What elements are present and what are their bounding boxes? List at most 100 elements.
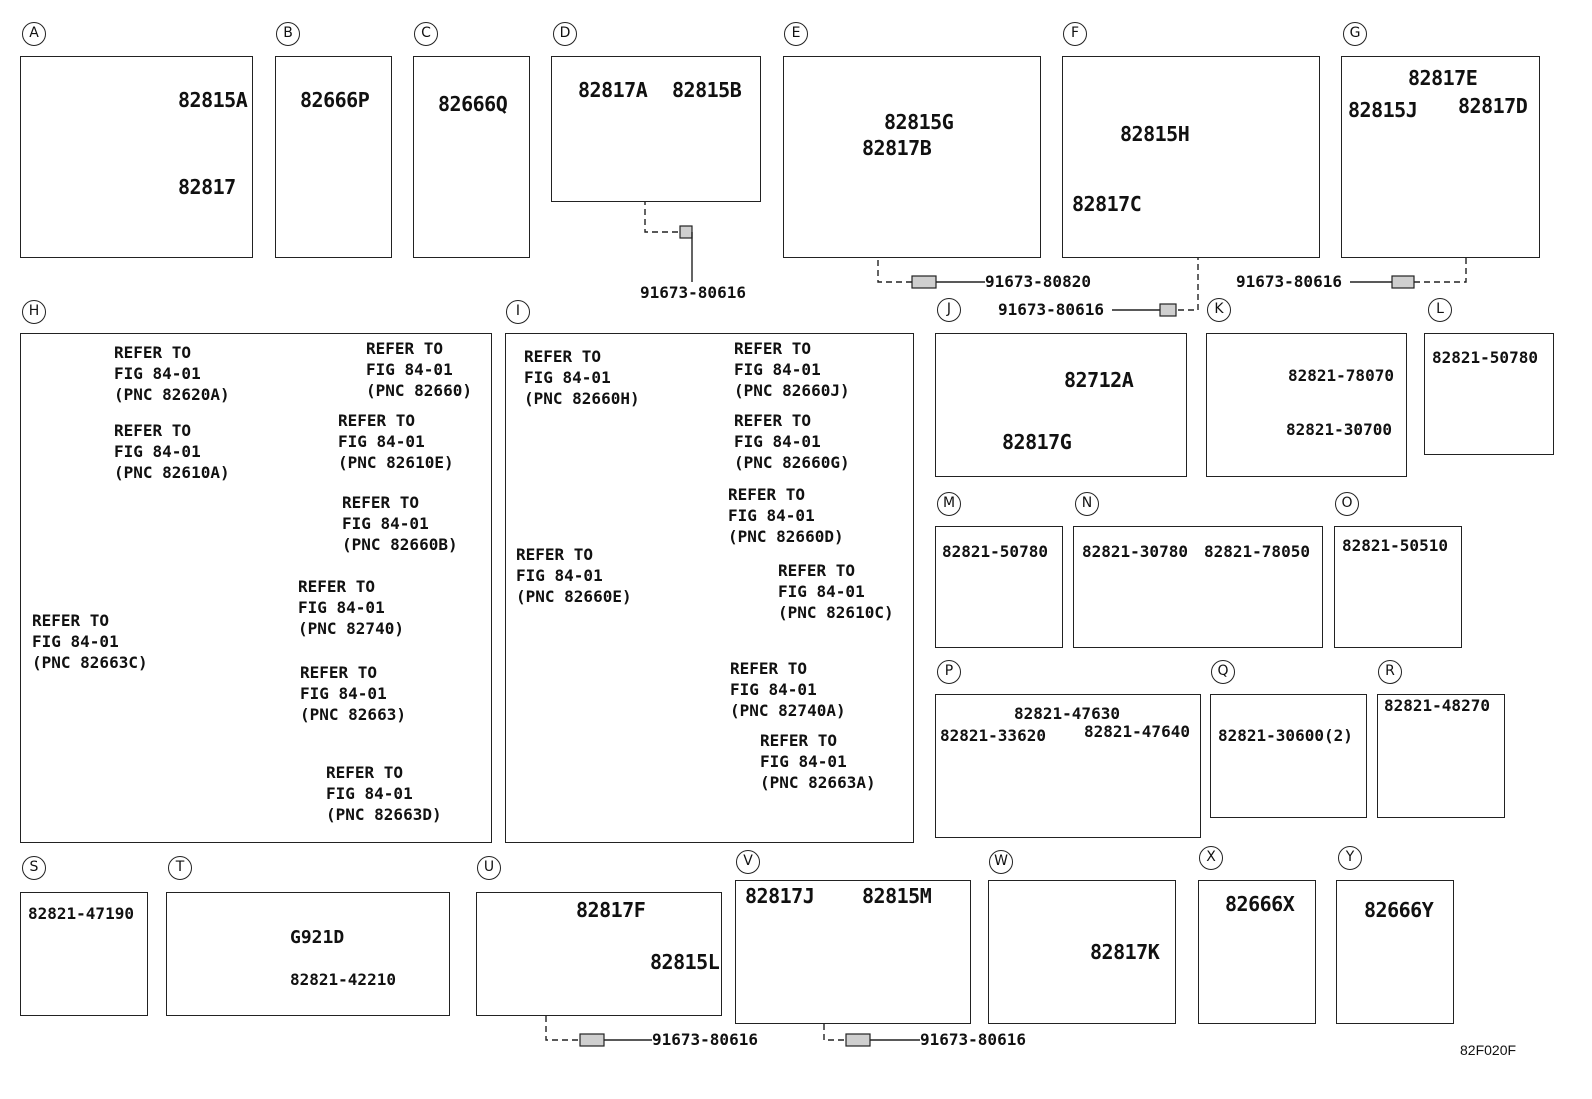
dash-E-bolt: [877, 200, 912, 283]
part-label-82821-33620[interactable]: 82821-33620: [940, 726, 1046, 745]
diagram-code: 82F020F: [1460, 1042, 1517, 1058]
section-G-marker: G: [1343, 22, 1367, 46]
refer-82660B[interactable]: REFER TO FIG 84-01 (PNC 82660B): [342, 493, 458, 554]
section-C-box: [413, 56, 530, 258]
part-label-82817F[interactable]: 82817F: [576, 898, 646, 922]
part-label-L-82821-50780[interactable]: 82821-50780: [1432, 348, 1538, 367]
part-label-82817K[interactable]: 82817K: [1090, 940, 1160, 964]
refer-82610E[interactable]: REFER TO FIG 84-01 (PNC 82610E): [338, 411, 454, 472]
part-label-82817G[interactable]: 82817G: [1002, 430, 1072, 454]
part-label-82666X[interactable]: 82666X: [1225, 892, 1295, 916]
section-T-marker: T: [168, 856, 192, 880]
dash-G-bolt: [1414, 198, 1467, 283]
bolt-label-E[interactable]: 91673-80820: [985, 272, 1091, 291]
refer-82660G[interactable]: REFER TO FIG 84-01 (PNC 82660G): [734, 411, 850, 472]
part-label-82817[interactable]: 82817: [178, 175, 236, 199]
bolt-U-shape: [579, 1033, 605, 1047]
part-label-82666P[interactable]: 82666P: [300, 88, 370, 112]
bolt-label-D[interactable]: 91673-80616: [640, 283, 746, 302]
refer-82660H[interactable]: REFER TO FIG 84-01 (PNC 82660H): [524, 347, 640, 408]
section-P-box: [935, 694, 1201, 838]
refer-82660E[interactable]: REFER TO FIG 84-01 (PNC 82660E): [516, 545, 632, 606]
part-label-82817B[interactable]: 82817B: [862, 136, 932, 160]
part-label-82815L[interactable]: 82815L: [650, 950, 720, 974]
section-Y-marker: Y: [1338, 846, 1362, 870]
refer-82610A[interactable]: REFER TO FIG 84-01 (PNC 82610A): [114, 421, 230, 482]
part-label-82817A[interactable]: 82817A: [578, 78, 648, 102]
part-label-82821-30700[interactable]: 82821-30700: [1286, 420, 1392, 439]
section-F-marker: F: [1063, 22, 1087, 46]
bolt-label-F[interactable]: 91673-80616: [998, 300, 1104, 319]
section-L-box: [1424, 333, 1554, 455]
section-O-marker: O: [1335, 492, 1359, 516]
part-label-82821-78050[interactable]: 82821-78050: [1204, 542, 1310, 561]
section-X-marker: X: [1199, 846, 1223, 870]
section-L-marker: L: [1428, 298, 1452, 322]
section-V-box: [735, 880, 971, 1024]
part-label-82821-42210[interactable]: 82821-42210: [290, 970, 396, 989]
part-label-82817D[interactable]: 82817D: [1458, 94, 1528, 118]
refer-82740[interactable]: REFER TO FIG 84-01 (PNC 82740): [298, 577, 404, 638]
section-N-marker: N: [1075, 492, 1099, 516]
section-H-marker: H: [22, 300, 46, 324]
part-label-82817E[interactable]: 82817E: [1408, 66, 1478, 90]
section-U-box: [476, 892, 722, 1016]
refer-82660J[interactable]: REFER TO FIG 84-01 (PNC 82660J): [734, 339, 850, 400]
part-label-82821-47630[interactable]: 82821-47630: [1014, 704, 1120, 723]
part-label-82815G[interactable]: 82815G: [884, 110, 954, 134]
part-label-82821-30780[interactable]: 82821-30780: [1082, 542, 1188, 561]
part-label-M-82821-50780[interactable]: 82821-50780: [942, 542, 1048, 561]
bolt-label-G[interactable]: 91673-80616: [1236, 272, 1342, 291]
section-P-marker: P: [937, 660, 961, 684]
section-A-marker: A: [22, 22, 46, 46]
part-label-82815H[interactable]: 82815H: [1120, 122, 1190, 146]
refer-82740A[interactable]: REFER TO FIG 84-01 (PNC 82740A): [730, 659, 846, 720]
bolt-V-shape: [845, 1033, 871, 1047]
part-label-82815M[interactable]: 82815M: [862, 884, 932, 908]
part-label-82815J[interactable]: 82815J: [1348, 98, 1418, 122]
part-label-82817C[interactable]: 82817C: [1072, 192, 1142, 216]
refer-82660D[interactable]: REFER TO FIG 84-01 (PNC 82660D): [728, 485, 844, 546]
refer-82663C[interactable]: REFER TO FIG 84-01 (PNC 82663C): [32, 611, 148, 672]
bolt-E-shape: [911, 275, 937, 289]
section-K-marker: K: [1207, 298, 1231, 322]
part-label-G921D[interactable]: G921D: [290, 927, 345, 948]
section-E-box: [783, 56, 1041, 258]
section-J-marker: J: [937, 298, 961, 322]
part-label-82815B[interactable]: 82815B: [672, 78, 742, 102]
section-M-box: [935, 526, 1063, 648]
section-Q-box: [1210, 694, 1367, 818]
part-label-82815A[interactable]: 82815A: [178, 88, 248, 112]
section-W-box: [988, 880, 1176, 1024]
bolt-G-shape: [1391, 275, 1415, 289]
section-D-box: [551, 56, 761, 202]
section-D-marker: D: [553, 22, 577, 46]
section-F-box: [1062, 56, 1320, 258]
section-A-box: [20, 56, 253, 258]
refer-82663D[interactable]: REFER TO FIG 84-01 (PNC 82663D): [326, 763, 442, 824]
section-J-box: [935, 333, 1187, 477]
refer-82610C[interactable]: REFER TO FIG 84-01 (PNC 82610C): [778, 561, 894, 622]
section-S-box: [20, 892, 148, 1016]
section-X-box: [1198, 880, 1316, 1024]
bolt-label-V[interactable]: 91673-80616: [920, 1030, 1026, 1049]
section-U-marker: U: [477, 856, 501, 880]
part-label-82817J[interactable]: 82817J: [745, 884, 815, 908]
part-label-82821-78070[interactable]: 82821-78070: [1288, 366, 1394, 385]
part-label-82821-50510[interactable]: 82821-50510: [1342, 536, 1448, 555]
bolt-label-U[interactable]: 91673-80616: [652, 1030, 758, 1049]
section-R-box: [1377, 694, 1505, 818]
section-B-box: [275, 56, 392, 258]
part-label-82666Y[interactable]: 82666Y: [1364, 898, 1434, 922]
part-label-82821-48270[interactable]: 82821-48270: [1384, 696, 1490, 715]
part-label-82666Q[interactable]: 82666Q: [438, 92, 508, 116]
section-S-marker: S: [22, 856, 46, 880]
part-label-82821-47640[interactable]: 82821-47640: [1084, 722, 1190, 741]
part-label-82821-47190[interactable]: 82821-47190: [28, 904, 134, 923]
part-label-82712A[interactable]: 82712A: [1064, 368, 1134, 392]
refer-82620A[interactable]: REFER TO FIG 84-01 (PNC 82620A): [114, 343, 230, 404]
refer-82663[interactable]: REFER TO FIG 84-01 (PNC 82663): [300, 663, 406, 724]
part-label-82821-30600[interactable]: 82821-30600(2): [1218, 726, 1353, 745]
refer-82660[interactable]: REFER TO FIG 84-01 (PNC 82660): [366, 339, 472, 400]
refer-82663A[interactable]: REFER TO FIG 84-01 (PNC 82663A): [760, 731, 876, 792]
